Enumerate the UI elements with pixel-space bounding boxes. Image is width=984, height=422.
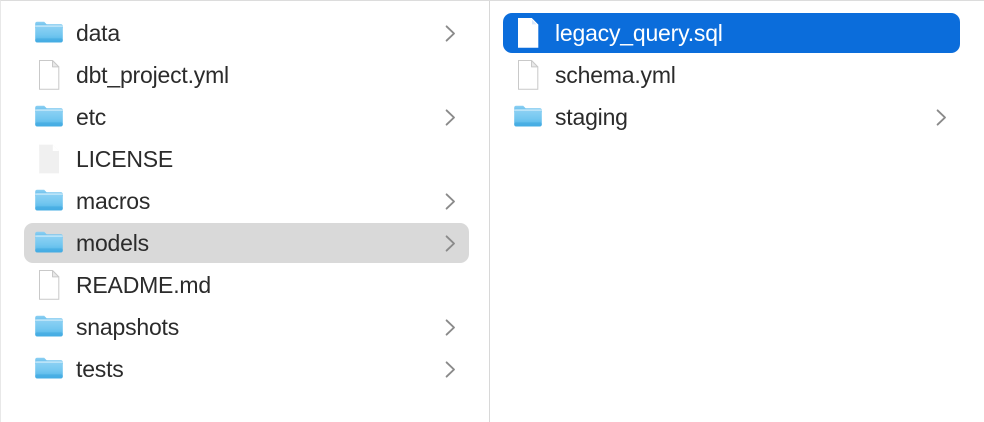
item-label: snapshots [76,314,180,340]
chevron-right-icon[interactable] [443,107,457,127]
folder-icon [34,16,64,50]
file-row[interactable]: README.md [24,265,469,305]
folder-row[interactable]: models [24,223,469,263]
folder-row[interactable]: snapshots [24,307,469,347]
file-row[interactable]: schema.yml [503,55,960,95]
chevron-right-icon[interactable] [443,233,457,253]
item-label: schema.yml [555,62,676,88]
item-label: LICENSE [76,146,174,172]
folder-icon [34,310,64,344]
item-label: legacy_query.sql [555,20,723,46]
file-row[interactable]: LICENSE [24,139,469,179]
item-label: staging [555,104,628,130]
folder-icon [34,352,64,386]
folder-icon [513,100,543,134]
item-label: etc [76,104,107,130]
file-icon [34,58,64,92]
folder-row[interactable]: etc [24,97,469,137]
item-label: dbt_project.yml [76,62,229,88]
chevron-right-icon[interactable] [443,191,457,211]
file-row[interactable]: dbt_project.yml [24,55,469,95]
folder-row[interactable]: macros [24,181,469,221]
chevron-right-icon[interactable] [934,107,948,127]
finder-column-child[interactable]: legacy_query.sql schema.yml staging [490,1,984,422]
file-plain-icon [34,142,64,176]
item-label: macros [76,188,151,214]
folder-icon [34,226,64,260]
item-label: tests [76,356,124,382]
folder-row[interactable]: tests [24,349,469,389]
chevron-right-icon[interactable] [443,317,457,337]
file-icon [513,16,543,50]
chevron-right-icon[interactable] [443,23,457,43]
item-label: data [76,20,120,46]
item-label: README.md [76,272,211,298]
folder-icon [34,100,64,134]
folder-row[interactable]: data [24,13,469,53]
finder-column-parent[interactable]: data dbt_project.yml etc LICENSE [1,1,490,422]
folder-icon [34,184,64,218]
file-icon [513,58,543,92]
file-row[interactable]: legacy_query.sql [503,13,960,53]
chevron-right-icon[interactable] [443,359,457,379]
item-label: models [76,230,149,256]
file-icon [34,268,64,302]
folder-row[interactable]: staging [503,97,960,137]
